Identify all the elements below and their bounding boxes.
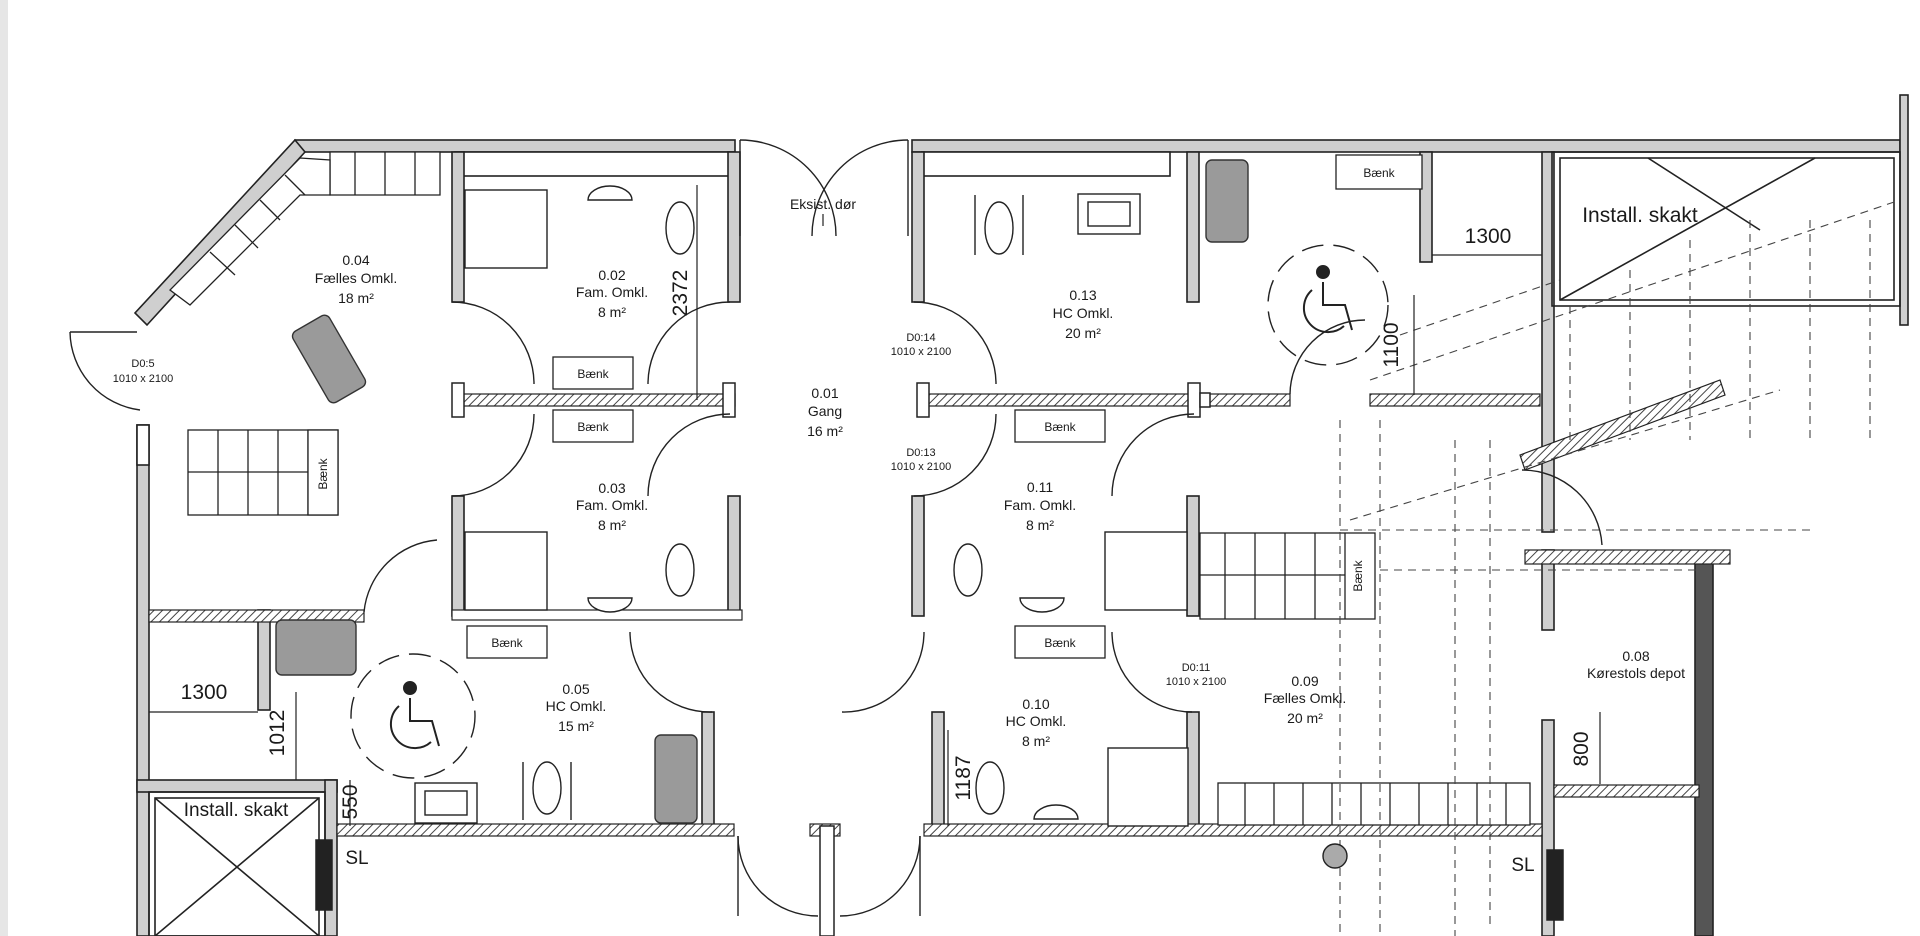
room-area: 20 m² bbox=[1065, 325, 1101, 341]
door-size: 1010 x 2100 bbox=[1166, 676, 1227, 688]
turning-circles bbox=[350, 244, 1389, 779]
misc-labels: Eksist. dør Bænk Bænk Bænk Bænk Bænk Bæn… bbox=[184, 166, 1698, 876]
door-swings bbox=[69, 139, 1603, 917]
shaft-label: Install. skakt bbox=[184, 800, 289, 821]
room-name: HC Omkl. bbox=[1053, 305, 1114, 321]
bench-grid-left bbox=[187, 429, 339, 516]
room-area: 18 m² bbox=[338, 290, 374, 306]
dimension-label: 550 bbox=[339, 784, 362, 819]
sl-label: SL bbox=[1511, 855, 1534, 876]
door-id: D0:5 bbox=[131, 358, 154, 370]
bench-label: Bænk bbox=[577, 420, 609, 434]
room-id: 0.10 bbox=[1022, 696, 1049, 712]
dimension-label: 1300 bbox=[1465, 225, 1512, 248]
room-labels: 0.04 Fælles Omkl. 18 m² 0.02 Fam. Omkl. … bbox=[315, 252, 1685, 749]
room-id: 0.01 bbox=[811, 385, 838, 401]
door-id: D0:11 bbox=[1182, 662, 1211, 674]
room-id: 0.04 bbox=[342, 252, 369, 268]
room-name: Gang bbox=[808, 403, 842, 419]
room-id: 0.11 bbox=[1027, 479, 1053, 495]
dashed-lines bbox=[1339, 199, 1901, 936]
dimension-label: 1012 bbox=[266, 710, 289, 757]
room-area: 8 m² bbox=[1026, 517, 1054, 533]
stair-top-left bbox=[169, 151, 441, 306]
existing-door-label: Eksist. dør bbox=[790, 196, 856, 212]
bench-label: Bænk bbox=[1351, 559, 1365, 591]
hc-symbols bbox=[389, 265, 1353, 750]
room-name: Fam. Omkl. bbox=[576, 284, 648, 300]
install-shaft-bottom-left bbox=[148, 791, 326, 936]
dimension-label: 1300 bbox=[181, 681, 228, 704]
room-id: 0.13 bbox=[1069, 287, 1096, 303]
sl-label: SL bbox=[345, 848, 368, 869]
bench-label: Bænk bbox=[1044, 636, 1076, 650]
bench-boxes bbox=[466, 154, 1423, 659]
door-id: D0:13 bbox=[906, 447, 935, 459]
room-name: Fælles Omkl. bbox=[1264, 690, 1346, 706]
walls bbox=[70, 94, 1909, 936]
bench-row-bottom bbox=[1217, 782, 1531, 826]
door-id: D0:14 bbox=[906, 332, 935, 344]
room-id: 0.08 bbox=[1622, 648, 1649, 664]
dimension-label: 2372 bbox=[669, 270, 692, 317]
room-id: 0.05 bbox=[562, 681, 589, 697]
dimension-label: 800 bbox=[1570, 731, 1593, 766]
bench-grid-right bbox=[1199, 532, 1376, 620]
room-name: Kørestols depot bbox=[1587, 665, 1685, 681]
door-labels: D0:5 1010 x 2100 D0:14 1010 x 2100 D0:13… bbox=[113, 332, 1227, 688]
install-shaft-top-right bbox=[1551, 151, 1901, 307]
bench-label: Bænk bbox=[316, 457, 330, 489]
room-id: 0.03 bbox=[598, 480, 625, 496]
bench-label: Bænk bbox=[577, 367, 609, 381]
page-edge bbox=[0, 0, 8, 936]
bench-label: Bænk bbox=[1044, 420, 1076, 434]
dimension-lines bbox=[149, 185, 1601, 826]
wheelchair-icons bbox=[275, 159, 1249, 824]
room-name: Fam. Omkl. bbox=[1004, 497, 1076, 513]
room-name: HC Omkl. bbox=[546, 698, 607, 714]
room-area: 20 m² bbox=[1287, 710, 1323, 726]
room-area: 8 m² bbox=[598, 304, 626, 320]
room-id: 0.02 bbox=[598, 267, 625, 283]
bench-label: Bænk bbox=[1363, 166, 1395, 180]
door-size: 1010 x 2100 bbox=[891, 346, 952, 358]
bench-label: Bænk bbox=[491, 636, 523, 650]
room-area: 15 m² bbox=[558, 718, 594, 734]
room-area: 8 m² bbox=[1022, 733, 1050, 749]
room-name: HC Omkl. bbox=[1006, 713, 1067, 729]
room-id: 0.09 bbox=[1291, 673, 1318, 689]
wall-caps bbox=[315, 382, 1564, 936]
fixtures bbox=[414, 185, 1348, 869]
room-name: Fælles Omkl. bbox=[315, 270, 397, 286]
dimension-label: 1100 bbox=[1380, 322, 1403, 367]
room-area: 8 m² bbox=[598, 517, 626, 533]
room-name: Fam. Omkl. bbox=[576, 497, 648, 513]
room-area: 16 m² bbox=[807, 423, 843, 439]
door-size: 1010 x 2100 bbox=[891, 461, 952, 473]
door-size: 1010 x 2100 bbox=[113, 373, 174, 385]
shaft-label: Install. skakt bbox=[1582, 204, 1698, 227]
dimension-labels: 2372 1300 1100 1300 1012 550 1187 800 bbox=[181, 225, 1593, 820]
dimension-label: 1187 bbox=[952, 755, 975, 800]
